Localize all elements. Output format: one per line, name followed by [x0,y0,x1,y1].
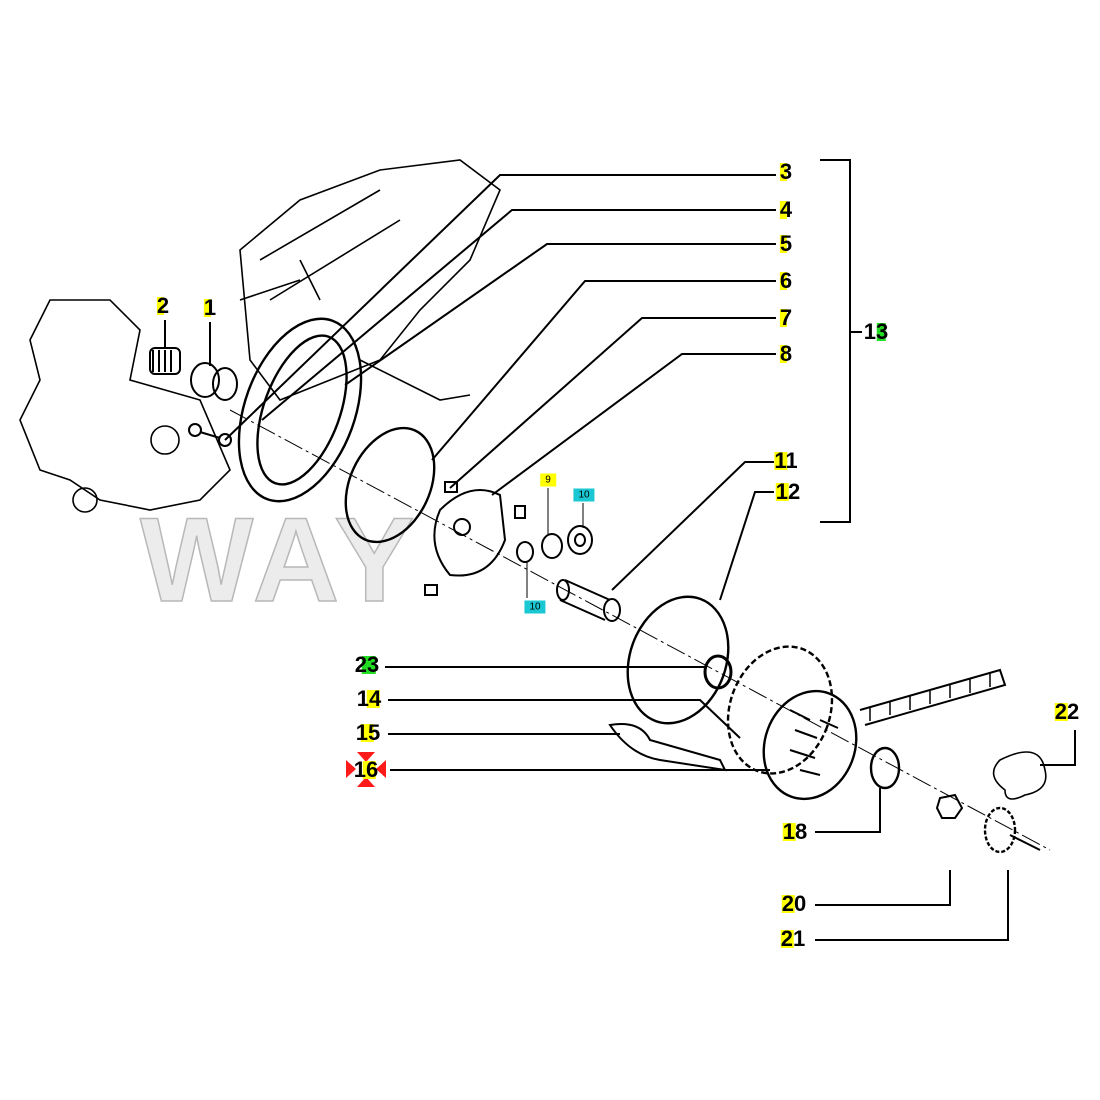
callout-11: 11 [774,448,798,473]
washer-part-23 [703,654,733,690]
watermark: WAY [139,493,421,627]
callout-15: 15 [355,720,381,745]
callout-5: 5 [779,231,793,256]
gear-part-2 [149,347,181,375]
callout-12: 12 [775,479,801,504]
callout-8: 8 [779,341,793,366]
leader-lines [164,159,1076,941]
callout-22: 22 [1054,699,1080,724]
belt-teeth [869,673,991,721]
roller-part-9 [541,533,563,559]
callout-1: 1 [203,295,217,320]
callout-13: 13 [863,319,889,344]
nut-part-20 [935,793,964,819]
callout-10-lower: 10 [524,600,546,614]
callout-21: 21 [780,926,806,951]
variator-plate [424,481,526,596]
callout-20: 20 [781,891,807,916]
callout-6: 6 [779,268,793,293]
callout-10-upper: 10 [573,488,595,502]
o-ring-part-6 [344,426,436,544]
gear-part-21 [983,806,1041,854]
callout-7: 7 [779,305,793,330]
bolt [188,423,232,447]
selection-marker [346,752,386,787]
washer-part-10 [516,541,534,563]
sleeve-part-11 [556,579,621,622]
callout-23: 23 [354,652,380,677]
callout-9: 9 [540,473,556,487]
fan-part-16 [762,689,858,801]
crankcase [19,159,501,513]
callout-16: 16 [353,757,379,782]
gasket-part-22 [992,751,1047,800]
clutch-part-18 [869,746,901,790]
callout-18: 18 [782,819,808,844]
callout-14: 14 [356,686,382,711]
cover-part-4 [237,317,363,503]
callout-3: 3 [779,159,793,184]
bearing-part-10 [567,525,593,555]
bearing-part-1 [190,362,238,401]
pulley-part-12 [626,595,730,725]
belt [859,668,1007,726]
gear-part-14 [726,645,834,775]
callout-2: 2 [156,293,170,318]
belt-segment-part-15 [608,723,727,772]
callout-4: 4 [779,197,793,222]
